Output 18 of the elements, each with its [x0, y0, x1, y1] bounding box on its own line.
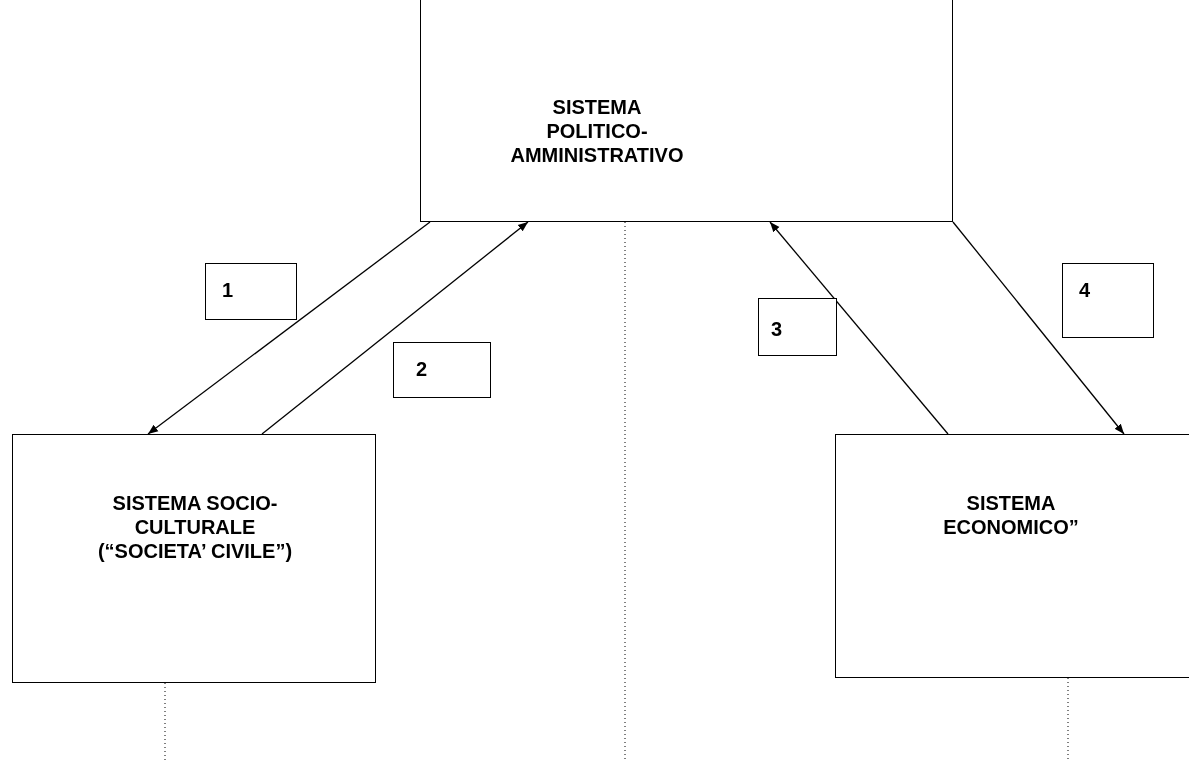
system-label: SISTEMA POLITICO-AMMINISTRATIVO	[509, 95, 685, 167]
arrow	[261, 221, 529, 435]
arrow	[147, 221, 431, 435]
callout-number: 2	[416, 357, 428, 381]
arrow	[952, 221, 1125, 435]
number-box	[205, 263, 297, 320]
number-box	[393, 342, 491, 398]
system-label: SISTEMA ECONOMICO”	[942, 491, 1080, 539]
callout-number: 3	[771, 317, 783, 341]
system-label: SISTEMA SOCIO-CULTURALE (“SOCIETA’ CIVILE”)	[96, 491, 294, 563]
arrow	[769, 221, 949, 435]
number-box	[1062, 263, 1154, 338]
callout-number: 1	[222, 278, 234, 302]
callout-number: 4	[1079, 278, 1091, 302]
system-box	[835, 434, 1189, 678]
system-box	[12, 434, 376, 683]
system-box	[420, 0, 953, 222]
number-box	[758, 298, 837, 356]
